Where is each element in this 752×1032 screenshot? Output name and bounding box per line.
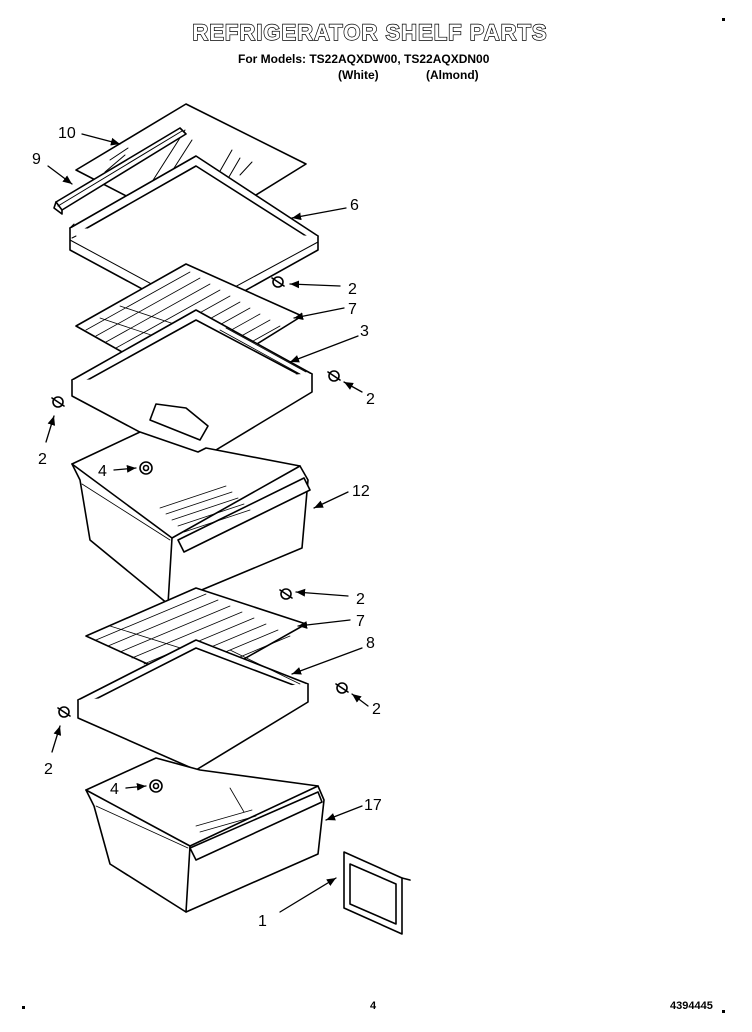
- page-number: 4: [370, 1000, 377, 1012]
- callout-2: 2: [356, 591, 365, 608]
- callout-4: 4: [110, 781, 119, 798]
- page-title: REFRIGERATOR SHELF PARTS: [192, 19, 548, 45]
- model-numbers: For Models: TS22AQXDW00, TS22AQXDN00: [238, 52, 490, 66]
- callout-3: 3: [360, 323, 369, 340]
- callout-17: 17: [364, 797, 382, 814]
- callout-7: 7: [348, 301, 357, 318]
- corner-mark-top-right: [722, 18, 725, 21]
- callout-6: 6: [350, 197, 359, 214]
- label-card-part-1: [343, 851, 411, 935]
- callout-9: 9: [32, 151, 41, 168]
- variant-white-label: (White): [338, 68, 379, 82]
- document-number: 4394445: [670, 1000, 713, 1012]
- crisper-drawer-part-17: [85, 757, 325, 913]
- callout-2: 2: [38, 451, 47, 468]
- callout-8: 8: [366, 635, 375, 652]
- callout-2: 2: [348, 281, 357, 298]
- corner-mark-bottom-right: [722, 1010, 725, 1013]
- crisper-cover-frame-part-8: [77, 639, 309, 771]
- crisper-drawer-part-12: [71, 431, 311, 605]
- callout-7: 7: [356, 613, 365, 630]
- front-trim-part-9: [53, 127, 187, 215]
- callout-10: 10: [58, 125, 76, 142]
- callout-12: 12: [352, 483, 370, 500]
- screw-icons: [51, 276, 349, 718]
- callout-1: 1: [258, 913, 267, 930]
- callout-2: 2: [44, 761, 53, 778]
- callout-4: 4: [98, 463, 107, 480]
- clip-icons: [139, 461, 163, 793]
- corner-mark-bottom-left: [22, 1006, 25, 1009]
- callout-labels: 10 9 6 2 7 3 2 2 4 12 2 7 8 2 2 4 17 1: [32, 125, 382, 930]
- crisper-cover-frame-part-3: [71, 309, 313, 463]
- variant-almond-label: (Almond): [426, 68, 479, 82]
- leader-lines: [45, 133, 369, 913]
- callout-2: 2: [372, 701, 381, 718]
- callout-2: 2: [366, 391, 375, 408]
